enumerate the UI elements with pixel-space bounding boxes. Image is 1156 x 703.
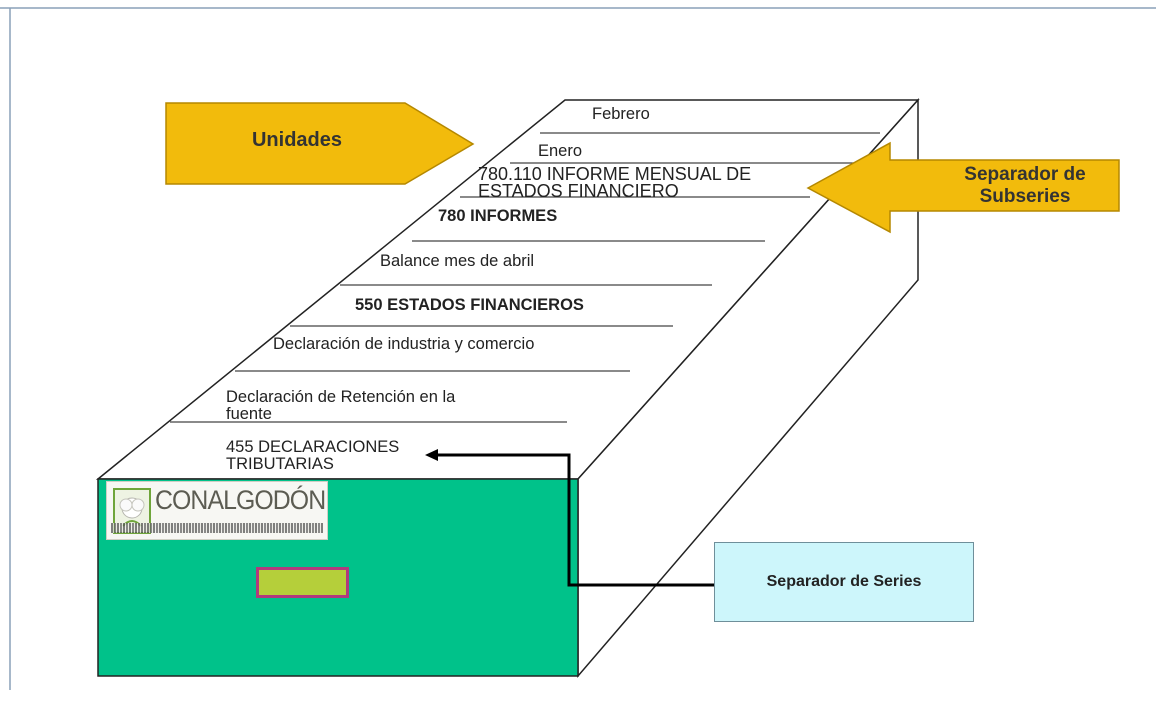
subseries-arrow (806, 141, 1120, 234)
folder-enero: Enero (538, 142, 583, 160)
folder-retencion-line2: fuente (226, 405, 272, 423)
folder-estados: 550 ESTADOS FINANCIEROS (355, 296, 584, 314)
folder-informe-line1: 780.110 INFORME MENSUAL DE (478, 164, 752, 184)
connector-arrowhead (425, 449, 438, 461)
series-connector (432, 453, 714, 587)
unidades-label: Unidades (251, 129, 343, 151)
conalgodon-logo: CONALGODÓN (106, 481, 328, 540)
folder-declaracion-industria: Declaración de industria y comercio (273, 335, 535, 353)
folder-informe-line2: ESTADOS FINANCIERO (478, 181, 679, 201)
folder-balance: Balance mes de abril (380, 252, 535, 270)
folder-lines (170, 132, 880, 423)
folder-retencion-line1: Declaración de Retención en la (226, 388, 456, 406)
drawer-handle (256, 567, 349, 598)
folder-febrero: Febrero (592, 105, 650, 123)
folder-declaraciones-line1: 455 DECLARACIONES (226, 438, 400, 456)
separador-series-box: Separador de Series (714, 542, 974, 622)
unidades-arrow (165, 102, 475, 185)
folder-declaraciones-line2: TRIBUTARIAS (226, 455, 334, 473)
folder-informes: 780 INFORMES (438, 207, 558, 225)
subseries-label-line2: Subseries (979, 186, 1071, 207)
logo-wordmark: CONALGODÓN (155, 485, 326, 515)
subseries-label-line1: Separador de (964, 164, 1086, 185)
logo-tagline (111, 523, 323, 533)
